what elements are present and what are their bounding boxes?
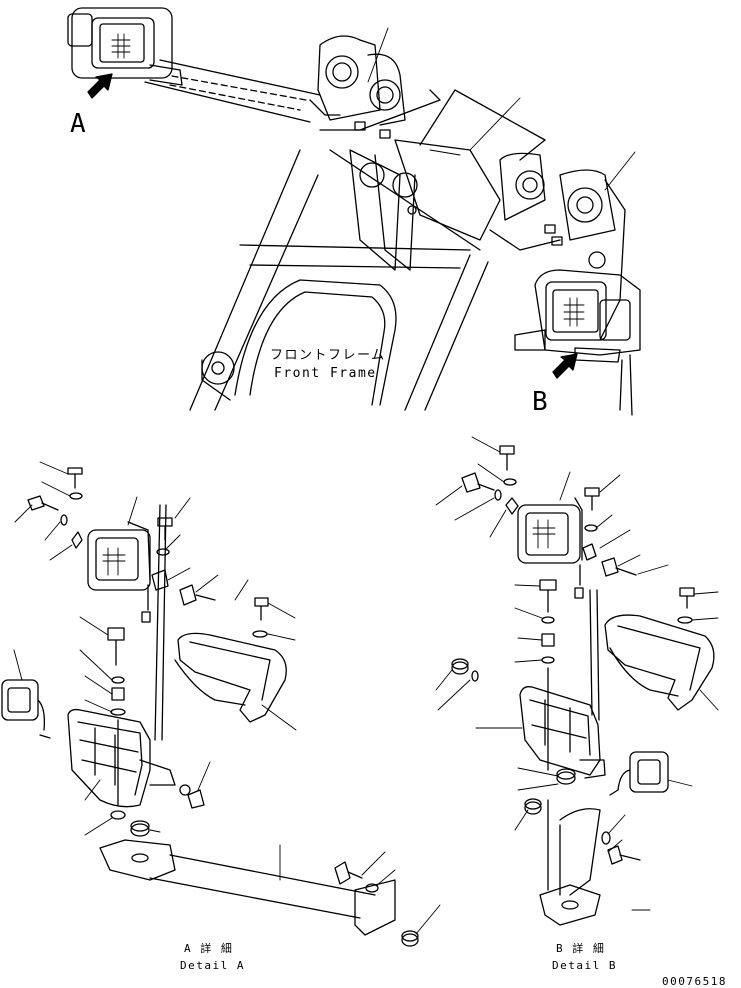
view-label-a: A xyxy=(70,109,86,139)
detail-b-label-jp: B 詳 細 xyxy=(556,941,605,955)
view-label-b: B xyxy=(532,387,548,417)
front-frame-label-jp: フロントフレーム xyxy=(270,348,386,363)
detail-a-label-jp: A 詳 細 xyxy=(184,941,233,955)
drawing-number: 00076518 xyxy=(662,975,727,988)
detail-a-exploded-view xyxy=(1,461,441,947)
view-arrow-a-icon xyxy=(87,73,113,99)
front-frame-assembly xyxy=(67,7,641,416)
detail-b-label-en: Detail B xyxy=(552,959,617,972)
detail-a-label-en: Detail A xyxy=(180,959,245,972)
detail-b-exploded-view xyxy=(435,436,719,926)
front-frame-label-en: Front Frame xyxy=(274,366,377,381)
view-arrow-b-icon xyxy=(552,353,578,379)
